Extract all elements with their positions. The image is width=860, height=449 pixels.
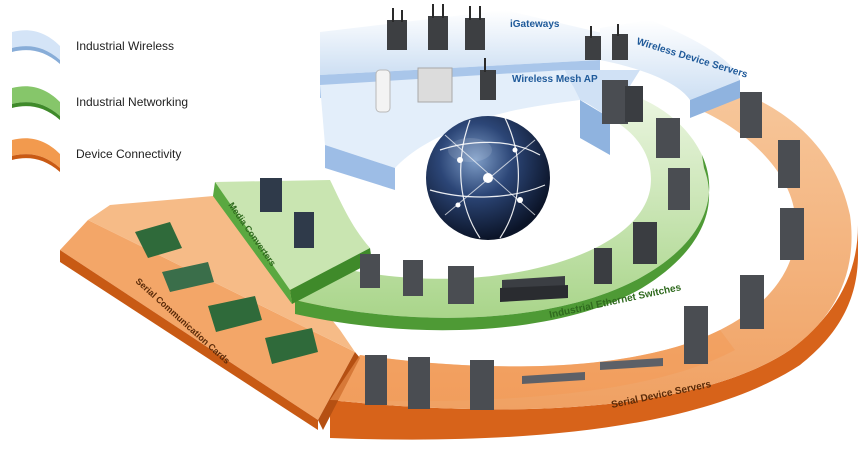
legend-label-networking: Industrial Networking (76, 95, 189, 109)
connectivity-swatch-icon (12, 138, 60, 172)
legend-label-connectivity: Device Connectivity (76, 147, 182, 161)
wireless-swatch-icon (12, 30, 60, 64)
serial-server-icon (365, 92, 804, 410)
rack-switch-icon (500, 276, 663, 384)
label-wireless-mesh-ap: Wireless Mesh AP (512, 74, 598, 85)
label-igateways: iGateways (510, 19, 560, 30)
globe-icon (426, 116, 550, 240)
networking-swatch-icon (12, 86, 60, 120)
pci-card-icon (135, 222, 318, 364)
wireless-ap-icon (375, 4, 628, 113)
connectivity-ring (60, 90, 858, 440)
legend-item-wireless: Industrial Wireless (10, 24, 174, 64)
legend-label-wireless: Industrial Wireless (76, 39, 175, 53)
legend-item-connectivity: Device Connectivity (10, 132, 181, 172)
legend-item-networking: Industrial Networking (10, 80, 188, 120)
switch-icon (260, 80, 690, 304)
